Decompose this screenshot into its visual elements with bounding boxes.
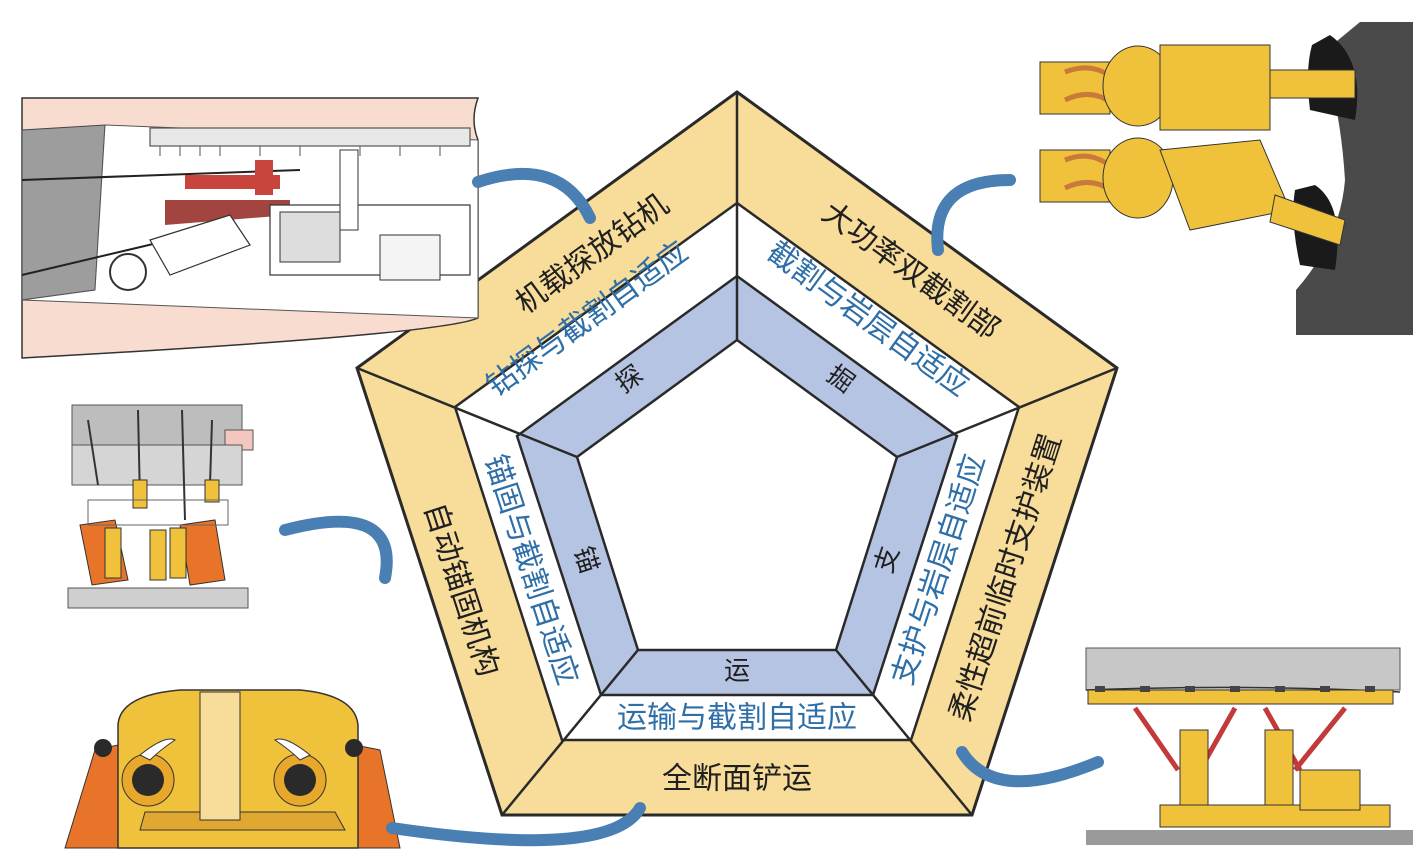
dual-cutting-head-illustration [1039, 22, 1413, 335]
ring-dividers [356, 92, 1118, 816]
connector-arrows [279, 168, 1104, 847]
outer-label-bottom: 全断面铲运 [662, 762, 812, 797]
anchor-mechanism-illustration [67, 404, 254, 609]
arrow-to-support [956, 746, 1104, 788]
center-hole [575, 338, 899, 652]
arrow-to-loader [386, 802, 646, 847]
arrow-to-anchor [279, 515, 393, 584]
inner-label-bottom: 运 [724, 657, 750, 687]
arrow-to-drill-rig [472, 168, 596, 224]
drill-rig-illustration [21, 97, 480, 359]
support-device-illustration [1085, 647, 1413, 845]
shovel-loader-illustration [64, 689, 401, 849]
arrow-to-cutting-head [931, 174, 1016, 256]
pentagon [355, 90, 1119, 817]
middle-label-bottom: 运输与截割自适应 [617, 701, 857, 736]
